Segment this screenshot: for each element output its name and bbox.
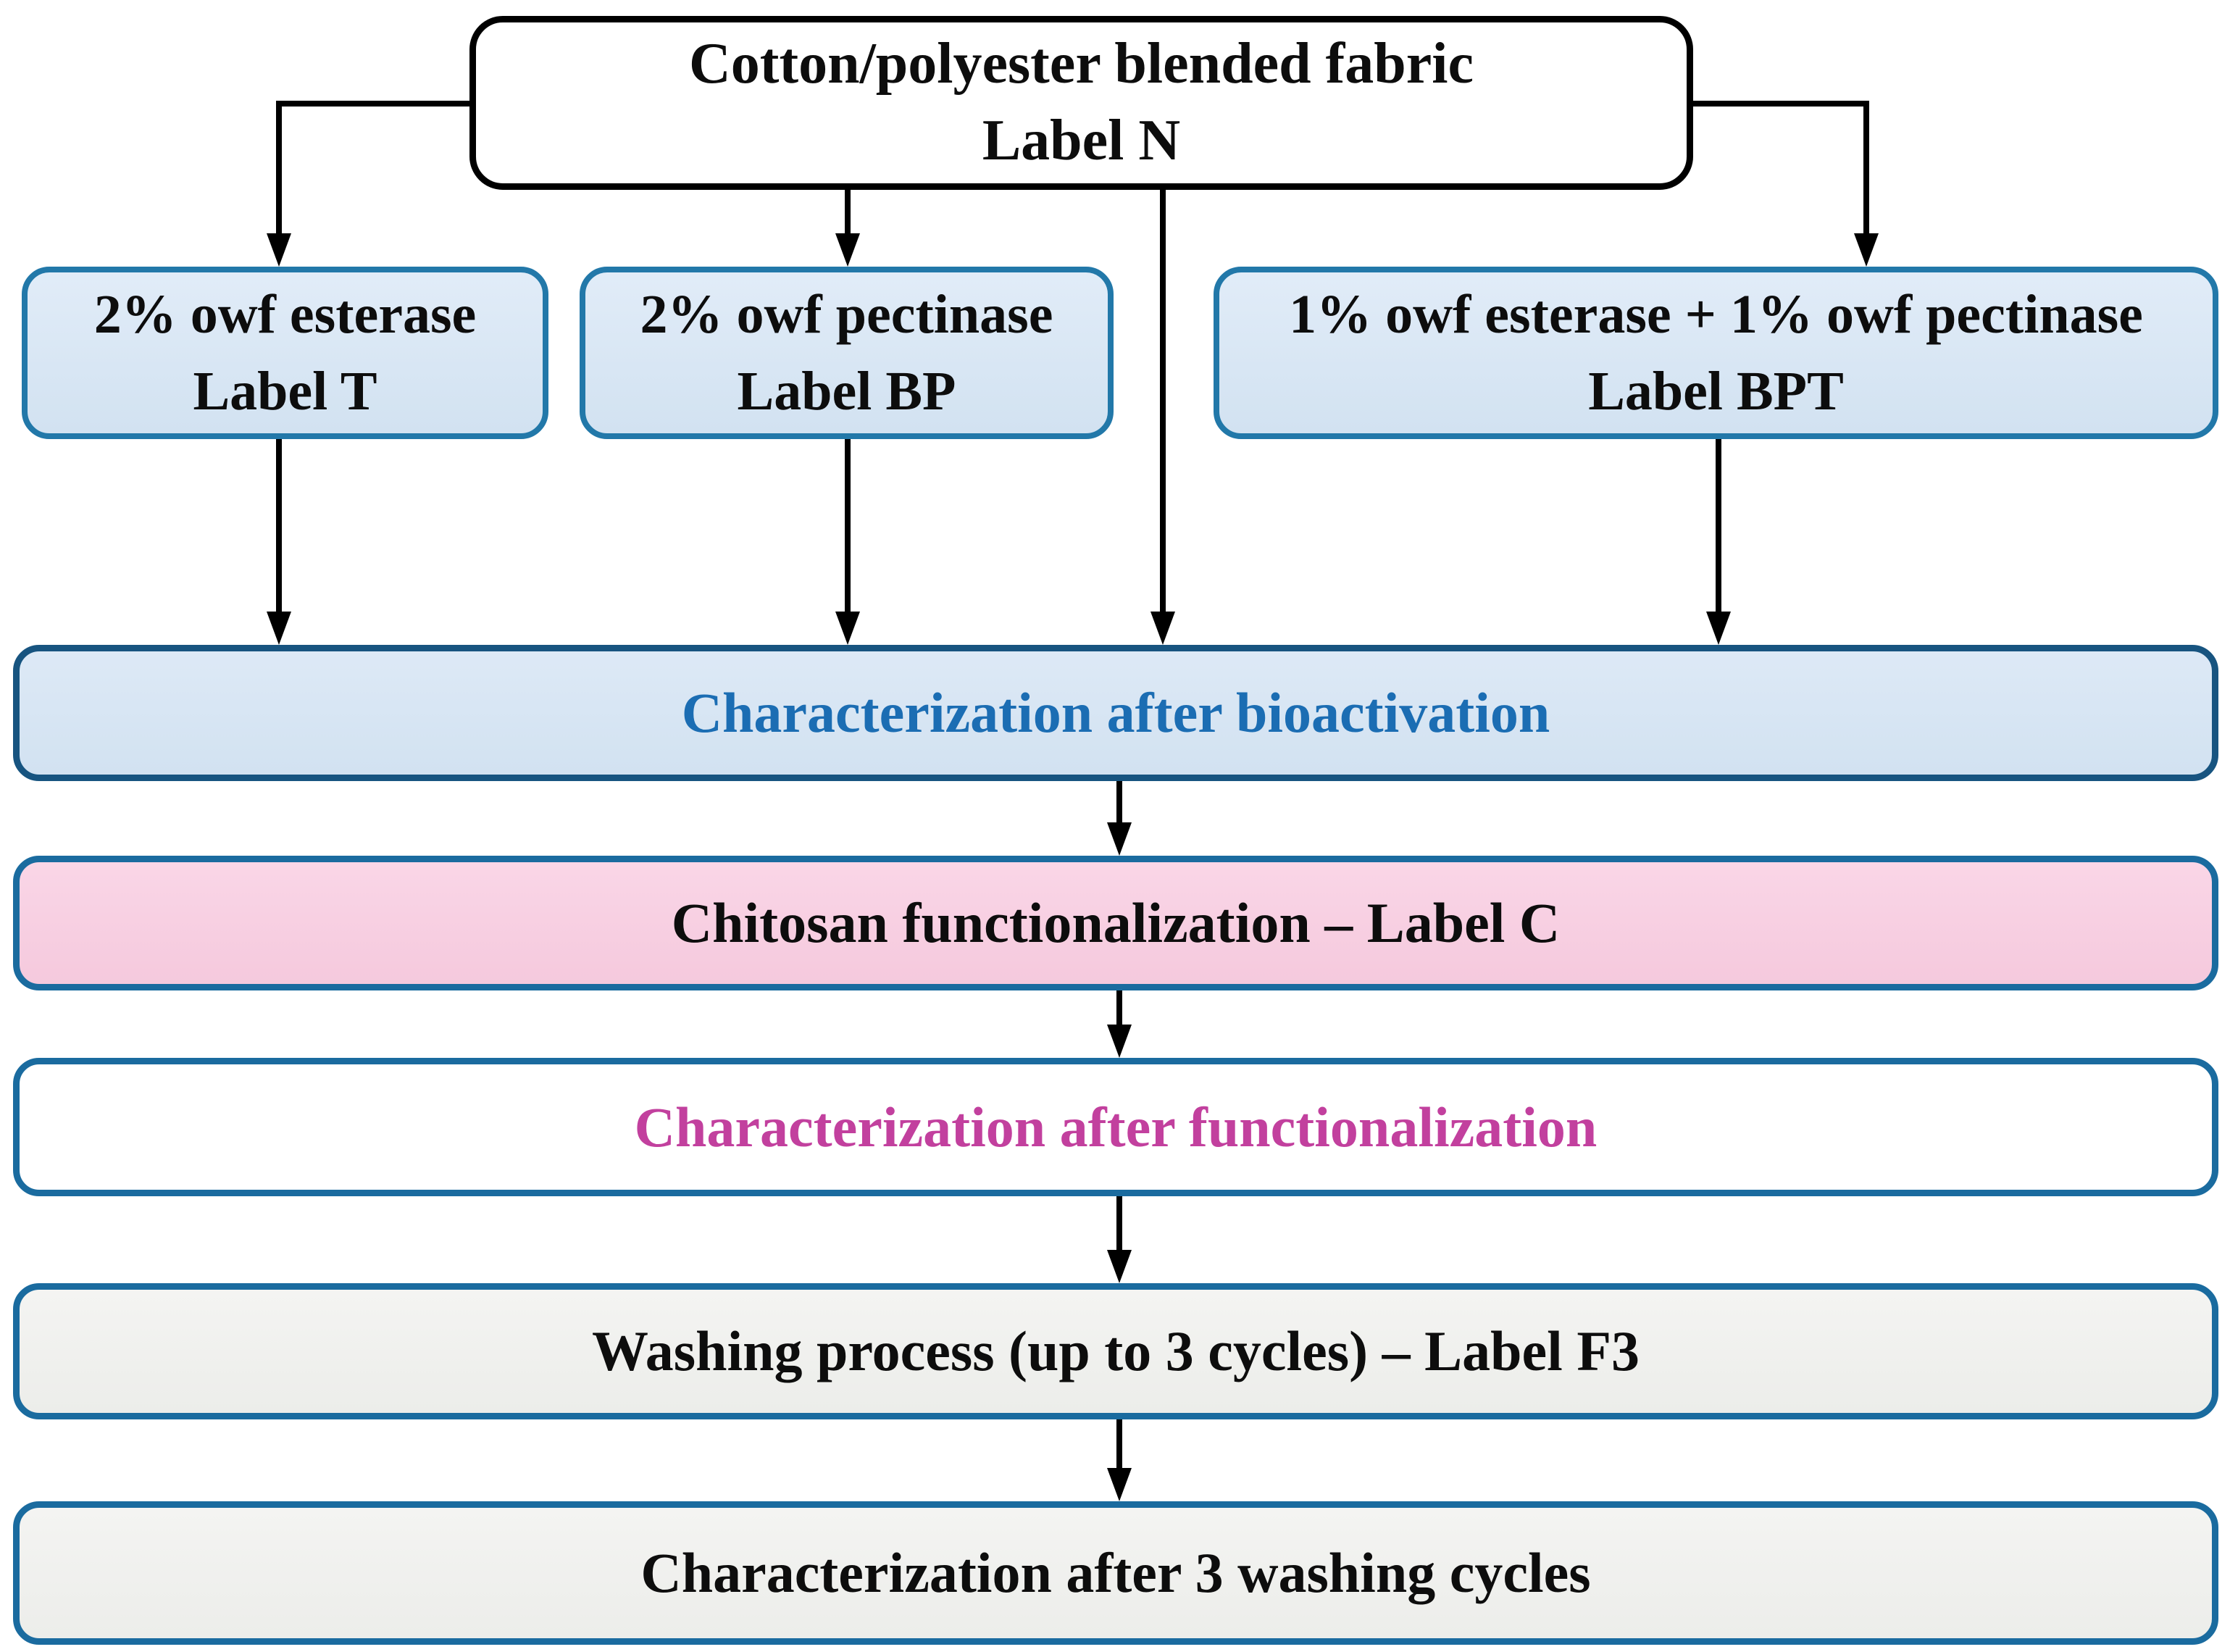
connector-fabric-to-pectinase-v xyxy=(845,190,851,233)
arrowhead-fabric-to-bpt-icon xyxy=(1854,233,1879,267)
node-fabric-line2: Label N xyxy=(982,109,1181,172)
node-characterization-bioactivation-label: Characterization after bioactivation xyxy=(681,681,1550,744)
node-washing-process: Washing process (up to 3 cycles) – Label… xyxy=(13,1283,2218,1419)
arrowhead-washing-to-final-icon xyxy=(1107,1468,1132,1501)
connector-bioactivation-to-chitosan-v xyxy=(1116,781,1122,822)
arrowhead-chitosan-to-characterization-icon xyxy=(1107,1025,1132,1058)
arrowhead-characterization-to-washing-icon xyxy=(1107,1250,1132,1283)
arrowhead-fabric-to-bioactivation-icon xyxy=(1151,612,1175,645)
connector-pectinase-to-bioactivation-v xyxy=(845,439,851,612)
connector-fabric-to-bioactivation-v xyxy=(1160,190,1166,612)
connector-chitosan-to-characterization-v xyxy=(1116,990,1122,1025)
node-pectinase-line2: Label BP xyxy=(737,361,956,422)
connector-fabric-to-esterase-h xyxy=(276,101,469,107)
connector-fabric-to-bpt-h xyxy=(1693,101,1869,107)
connector-esterase-to-bioactivation-v xyxy=(276,439,282,612)
connector-characterization-to-washing-v xyxy=(1116,1196,1122,1250)
node-pectinase-line1: 2% owf pectinase xyxy=(640,283,1053,345)
node-chitosan-functionalization-label: Chitosan functionalization – Label C xyxy=(671,891,1561,954)
node-esterase-pectinase-line1: 1% owf esterase + 1% owf pectinase xyxy=(1289,283,2143,345)
arrowhead-bioactivation-to-chitosan-icon xyxy=(1107,822,1132,856)
node-characterization-washing-label: Characterization after 3 washing cycles xyxy=(640,1541,1591,1604)
node-esterase-line2: Label T xyxy=(193,361,377,422)
arrowhead-bpt-to-bioactivation-icon xyxy=(1706,612,1731,645)
node-esterase-pectinase-line2: Label BPT xyxy=(1588,361,1844,422)
node-esterase-pectinase: 1% owf esterase + 1% owf pectinase Label… xyxy=(1214,267,2218,439)
node-fabric-line1: Cotton/polyester blended fabric xyxy=(689,32,1474,96)
connector-bpt-to-bioactivation-v xyxy=(1716,439,1721,612)
node-fabric: Cotton/polyester blended fabric Label N xyxy=(469,16,1693,190)
arrowhead-fabric-to-esterase-icon xyxy=(267,233,291,267)
node-characterization-bioactivation: Characterization after bioactivation xyxy=(13,645,2218,781)
arrowhead-pectinase-to-bioactivation-icon xyxy=(835,612,860,645)
arrowhead-esterase-to-bioactivation-icon xyxy=(267,612,291,645)
arrowhead-fabric-to-pectinase-icon xyxy=(835,233,860,267)
node-characterization-washing: Characterization after 3 washing cycles xyxy=(13,1501,2218,1645)
node-esterase-line1: 2% owf esterase xyxy=(93,283,477,345)
connector-fabric-to-bpt-v xyxy=(1863,101,1869,233)
node-esterase: 2% owf esterase Label T xyxy=(22,267,548,439)
connector-fabric-to-esterase-v xyxy=(276,101,282,233)
node-chitosan-functionalization: Chitosan functionalization – Label C xyxy=(13,856,2218,990)
node-pectinase: 2% owf pectinase Label BP xyxy=(580,267,1114,439)
node-characterization-functionalization-label: Characterization after functionalization xyxy=(634,1095,1598,1159)
node-washing-process-label: Washing process (up to 3 cycles) – Label… xyxy=(592,1319,1640,1382)
node-characterization-functionalization: Characterization after functionalization xyxy=(13,1058,2218,1196)
connector-washing-to-final-v xyxy=(1116,1419,1122,1468)
